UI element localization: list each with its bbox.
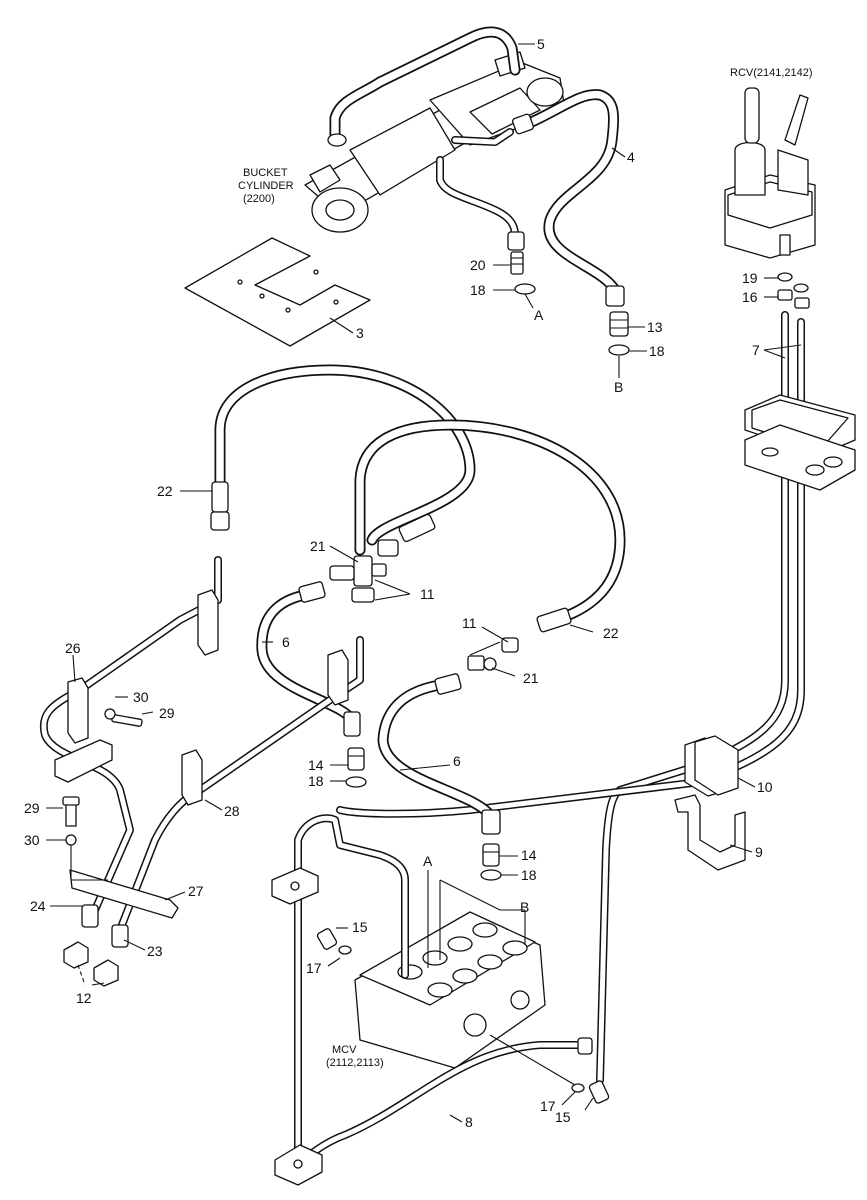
callout-17-left: 17 (306, 960, 322, 976)
callout-18-lower: 18 (521, 867, 537, 883)
callout-17-right: 17 (540, 1098, 556, 1114)
callout-30-lower: 30 (24, 832, 40, 848)
rcv-fittings (777, 272, 810, 309)
fitting-14-lower (482, 843, 500, 867)
mark-a-lower: A (423, 853, 433, 869)
hose-5 (327, 26, 521, 147)
pipe-8 (274, 1037, 593, 1186)
mcv-pipe-loop (271, 814, 409, 1164)
callout-22-lower: 22 (603, 625, 619, 641)
callout-15-right: 15 (555, 1109, 571, 1125)
callout-27: 27 (188, 883, 204, 899)
mark-b-upper: B (614, 379, 623, 395)
o-ring-18-upper-a (514, 283, 536, 295)
callout-29-upper: 29 (159, 705, 175, 721)
callout-6-right: 6 (453, 753, 461, 769)
callout-9: 9 (755, 844, 763, 860)
callout-19: 19 (742, 270, 758, 286)
fitting-20 (507, 231, 525, 275)
mark-b-lower: B (520, 899, 529, 915)
bucket-cylinder-caption: BUCKET CYLINDER (2200) (238, 167, 294, 205)
fitting-13 (609, 311, 629, 337)
callout-18-upper-b: 18 (649, 343, 665, 359)
callout-11-lower: 11 (462, 615, 477, 631)
callout-18-middle: 18 (308, 773, 324, 789)
mark-a-upper: A (534, 307, 544, 323)
o-ring-18-middle (345, 776, 367, 788)
callout-14-lower: 14 (521, 847, 537, 863)
callout-16: 16 (742, 289, 758, 305)
callout-20: 20 (470, 257, 486, 273)
callout-18-upper-a: 18 (470, 282, 486, 298)
hose-4 (512, 89, 625, 307)
callout-22-upper: 22 (157, 483, 173, 499)
callout-23: 23 (147, 943, 163, 959)
o-ring-18-upper-b (608, 344, 630, 356)
rcv-valve (724, 87, 816, 259)
callout-12: 12 (76, 990, 92, 1006)
bucket-caption-line1: BUCKET (243, 167, 288, 179)
mcv-caption: MCV (2112,2113) (326, 1044, 384, 1069)
callout-15-left: 15 (352, 919, 368, 935)
callout-21-upper: 21 (310, 538, 326, 554)
plate-3-holes (237, 269, 339, 313)
bolts-29-30 (62, 708, 143, 846)
hose-6-left (256, 581, 361, 737)
callout-29-lower: 29 (24, 800, 40, 816)
hose-6-right (377, 673, 501, 835)
callout-4: 4 (627, 149, 635, 165)
fittings-15-17-right (571, 1080, 610, 1104)
callout-5: 5 (537, 36, 545, 52)
callout-6-left: 6 (282, 634, 290, 650)
callout-13: 13 (647, 319, 663, 335)
bucket-caption-line3: (2200) (243, 193, 275, 205)
fittings-15-17-left (316, 928, 352, 955)
grommet-plates (744, 394, 856, 491)
callout-8: 8 (465, 1114, 473, 1130)
o-ring-18-lower (480, 869, 502, 881)
cylinder-pipe-a (436, 128, 519, 239)
callout-11-upper: 11 (420, 586, 435, 602)
rcv-caption: RCV(2141,2142) (730, 67, 813, 79)
callout-21-lower: 21 (523, 670, 539, 686)
connection-marks: A B A B (423, 307, 623, 915)
fittings-11-21 (467, 637, 519, 671)
fitting-14-upper (347, 747, 365, 771)
pipe-brackets (54, 589, 349, 919)
callout-10: 10 (757, 779, 773, 795)
bucket-caption-line2: CYLINDER (238, 180, 294, 192)
hose-22-lower (354, 419, 626, 633)
callout-7: 7 (752, 342, 760, 358)
callout-30-upper: 30 (133, 689, 149, 705)
callout-24: 24 (30, 898, 46, 914)
callout-numbers: 5 4 3 20 18 13 18 19 16 7 22 21 11 22 11… (24, 36, 773, 1130)
plate-3 (184, 237, 371, 347)
pipe-ends-and-caps (63, 904, 129, 987)
tee-21-11 (329, 539, 399, 603)
mcv-caption-line1: MCV (332, 1044, 357, 1056)
callout-3: 3 (356, 325, 364, 341)
leader-lines (46, 43, 802, 1123)
callout-28: 28 (224, 803, 240, 819)
callout-14-upper: 14 (308, 757, 324, 773)
bracket-9 (674, 794, 746, 871)
callout-26: 26 (65, 640, 81, 656)
clamp-10 (684, 735, 739, 797)
hose-22-upper (210, 364, 476, 546)
mcv-caption-line2: (2112,2113) (326, 1057, 384, 1069)
